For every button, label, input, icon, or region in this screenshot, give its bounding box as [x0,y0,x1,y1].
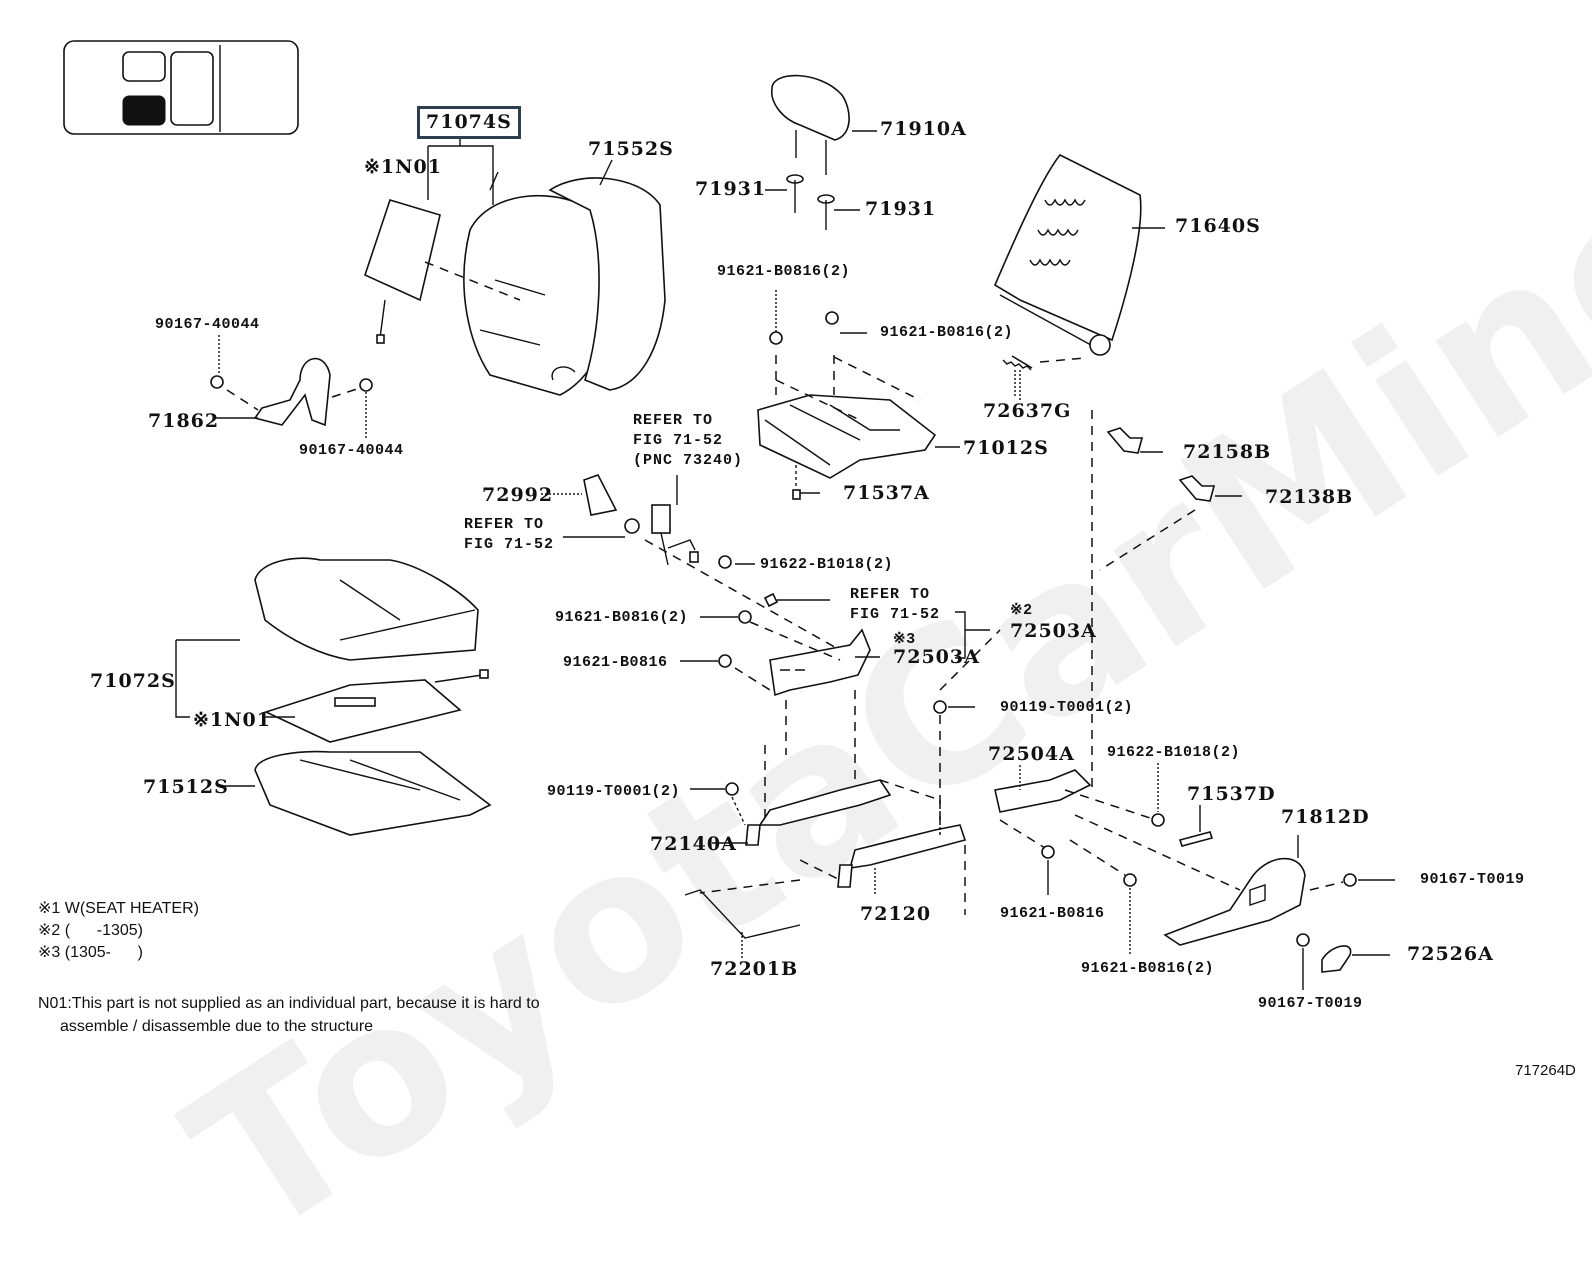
note-2: ※2 ( -1305) [38,922,143,939]
cushion-pad-lower-drawing [222,750,492,836]
label-71640S[interactable]: 71640S [1175,215,1261,237]
label-71910A[interactable]: 71910A [880,118,967,140]
label-71931-a[interactable]: 71931 [695,178,767,200]
label-72526A[interactable]: 72526A [1407,943,1494,965]
label-71537A[interactable]: 71537A [843,482,930,504]
label-90167-40044-b[interactable]: 90167-40044 [299,442,404,459]
cover-72158B-icon [1106,427,1144,454]
label-91622-B1018-2-b[interactable]: 91622-B1018(2) [1107,744,1241,761]
label-91621-B0816-2-c[interactable]: 91621-B0816(2) [555,609,689,626]
figure-id: 717264D [1515,1062,1576,1079]
seatback-heater-drawing [364,199,521,344]
label-71862[interactable]: 71862 [148,410,220,432]
lever-72201B-drawing [684,879,801,958]
cover-71537D-icon [1178,805,1214,847]
label-seatback-heater-n01[interactable]: ※1N01 [364,156,442,178]
seatback-frame-drawing [993,153,1165,400]
label-90119-T0001-2-b[interactable]: 90119-T0001(2) [547,783,681,800]
rail-72120-drawing [764,745,967,915]
label-72504A[interactable]: 72504A [988,743,1075,765]
bolt-90167-40044-a-icon [210,335,224,389]
label-91621-B0816-e[interactable]: 91621-B0816 [1000,905,1105,922]
label-72120[interactable]: 72120 [860,903,932,925]
label-90167-T0019-b[interactable]: 90167-T0019 [1258,995,1363,1012]
label-90119-T0001-2-a[interactable]: 90119-T0001(2) [1000,699,1134,716]
refer-to-fig-71-52-b[interactable]: REFER TO FIG 71-52 [850,586,941,623]
note-1: ※1 W(SEAT HEATER) [38,900,199,917]
label-71074S[interactable]: 71074S [417,106,521,139]
label-72201B[interactable]: 72201B [710,958,799,980]
label-72158B[interactable]: 72158B [1183,441,1272,463]
cushion-frame-drawing [757,290,960,500]
refer-to-fig-71-52-a[interactable]: REFER TO FIG 71-52 [464,516,555,553]
label-72503A-a[interactable]: 72503A [893,646,980,668]
label-71537D[interactable]: 71537D [1187,783,1276,805]
shield-71862-drawing [213,357,361,427]
note-n01-line2: assemble / disassemble due to the struct… [60,1018,374,1035]
cushion-heater-drawing [262,669,489,743]
note-n01-line1: N01:This part is not supplied as an indi… [38,995,540,1012]
track-72504A-drawing [933,700,1241,955]
note-3: ※3 (1305- ) [38,944,143,961]
shield-71812D-drawing [1163,835,1395,990]
label-72503A-b[interactable]: 72503A [1010,620,1097,642]
diagram-drawing [63,40,1395,990]
cover-72138B-icon [1178,475,1216,502]
label-72140A[interactable]: 72140A [650,833,737,855]
parts-diagram: ToyotaCarMine.ru [38,0,1592,1285]
label-90167-T0019-a[interactable]: 90167-T0019 [1420,871,1525,888]
label-71812D[interactable]: 71812D [1281,806,1370,828]
cushion-pad-upper-drawing [175,557,479,718]
bolt-90167-40044-b-icon [359,378,373,438]
label-71512S[interactable]: 71512S [143,776,229,798]
headrest-drawing [765,74,877,230]
adjuster-72503A-drawing [680,592,1001,785]
label-72138B[interactable]: 72138B [1265,486,1354,508]
rail-72140A-drawing [690,779,892,846]
spring-72637G-icon [1002,359,1032,398]
label-90167-40044-a[interactable]: 90167-40044 [155,316,260,333]
note-mark-2: ※2 [1010,602,1033,619]
refer-to-fig-71-52-pnc-73240[interactable]: REFER TO FIG 71-52 (PNC 73240) [633,412,744,469]
label-71072S[interactable]: 71072S [90,670,176,692]
label-71931-b[interactable]: 71931 [865,198,937,220]
note-mark-3: ※3 [893,631,916,648]
label-72992[interactable]: 72992 [482,484,554,506]
label-91621-B0816-d[interactable]: 91621-B0816 [563,654,668,671]
label-71012S[interactable]: 71012S [963,437,1049,459]
label-91622-B1018-2-a[interactable]: 91622-B1018(2) [760,556,894,573]
label-71552S[interactable]: 71552S [588,138,674,160]
label-cushion-heater-n01[interactable]: ※1N01 [193,709,271,731]
buckle-drawing [541,474,841,651]
seatback-cover-drawing [463,177,666,396]
label-91621-B0816-2-f[interactable]: 91621-B0816(2) [1081,960,1215,977]
label-72637G[interactable]: 72637G [983,400,1072,422]
label-91621-B0816-2-a[interactable]: 91621-B0816(2) [717,263,851,280]
seat-locator-icon [63,40,299,135]
label-91621-B0816-2-b[interactable]: 91621-B0816(2) [880,324,1014,341]
